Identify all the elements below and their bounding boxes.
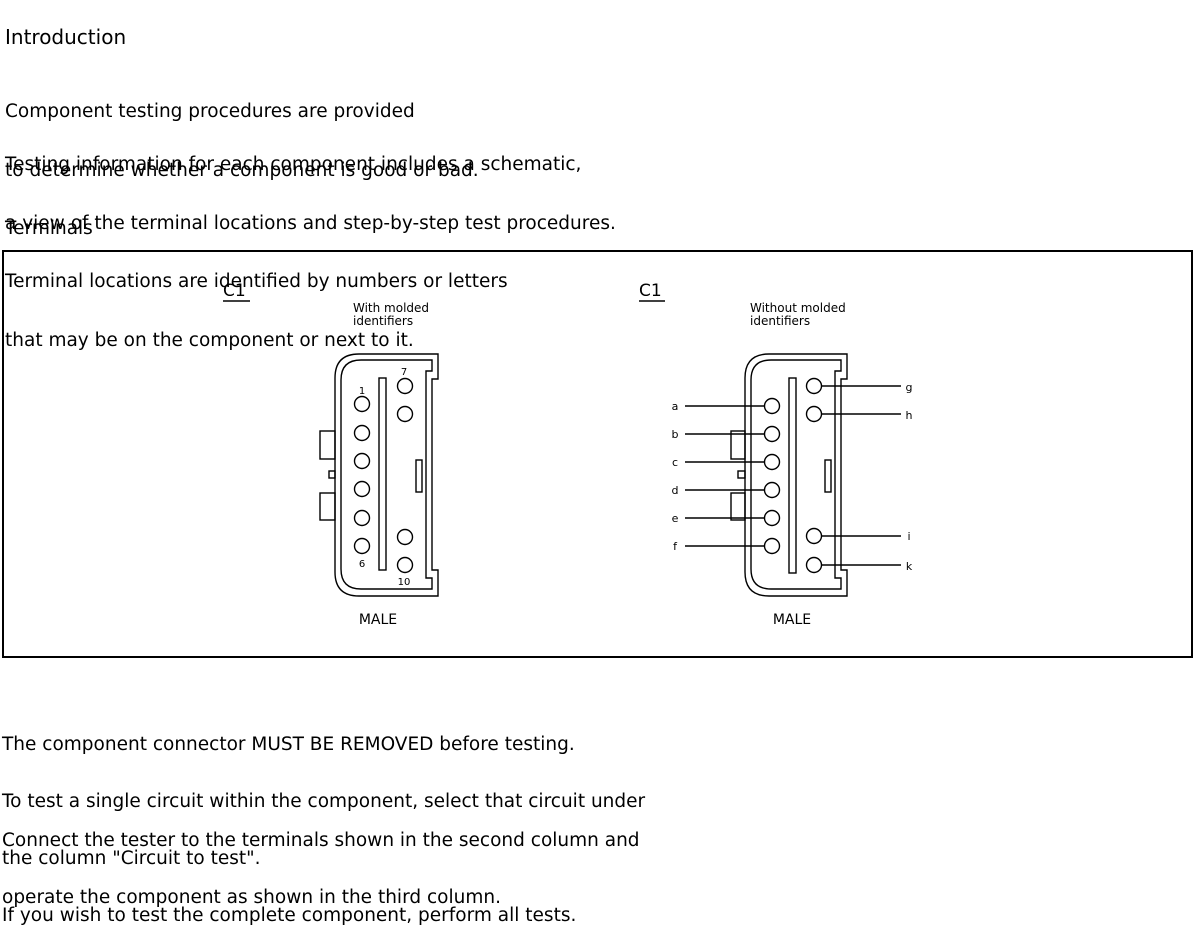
pin: [763, 509, 781, 527]
pin: [353, 480, 371, 498]
pin: [396, 556, 414, 574]
left-connector-center-bar: [378, 377, 387, 571]
pin-label-i: i: [907, 530, 910, 543]
pin: [805, 527, 823, 545]
pin: [763, 481, 781, 499]
pin: [353, 452, 371, 470]
left-connector-id: C1: [223, 281, 246, 301]
pin-label-k: k: [906, 560, 913, 573]
pin-label-f: f: [673, 540, 678, 553]
intro-line: to determine whether a component is good…: [5, 159, 479, 181]
intro-heading: Introduction: [5, 25, 127, 49]
pin-label-d: d: [672, 484, 679, 497]
left-connector-right-latch: [415, 459, 423, 493]
pin: [805, 405, 823, 423]
right-connector-outer-housing: [744, 353, 848, 597]
pin: [396, 528, 414, 546]
pin-label-a: a: [672, 400, 679, 413]
intro-paragraph-2: Testing information for each component i…: [5, 119, 616, 372]
left-connector-pins: [353, 377, 414, 574]
intro-line: Terminal locations are identified by num…: [5, 271, 508, 292]
right-connector-right-latch: [824, 459, 832, 493]
terminal-diagram: C1 With molded identifiers: [223, 281, 913, 628]
right-connector-tab-upper: [730, 430, 746, 460]
intro-line: a view of the terminal locations and ste…: [5, 212, 616, 234]
right-connector-inner-housing: [750, 359, 842, 590]
pin: [763, 537, 781, 555]
right-connector-pins: [763, 377, 823, 574]
instruction-line: operate the component as shown in the th…: [2, 887, 501, 908]
pin: [353, 509, 371, 527]
left-connector-inner-housing: [340, 359, 433, 590]
pin-label-g: g: [906, 381, 913, 394]
pin: [763, 453, 781, 471]
pin: [353, 537, 371, 555]
left-connector: C1 With molded identifiers: [223, 281, 439, 628]
left-connector-tab-lower: [319, 492, 336, 521]
right-connector-leader-lines: [685, 385, 901, 566]
right-connector-tab-mid: [737, 470, 746, 479]
left-caption-line-1: With molded: [353, 301, 429, 315]
left-connector-tab-mid: [328, 470, 336, 479]
instruction-line: the column "Circuit to test".: [2, 848, 261, 869]
intro-paragraph-1: Component testing procedures are provide…: [5, 66, 479, 202]
pin-label-e: e: [672, 512, 679, 525]
instruction-line: Connect the tester to the terminals show…: [2, 830, 640, 851]
right-connector-gender: MALE: [773, 612, 811, 628]
intro-line: Testing information for each component i…: [5, 154, 582, 175]
right-connector: C1 Without molded identifiers: [639, 281, 913, 628]
instructions-paragraph-2: Connect the tester to the terminals show…: [2, 795, 640, 928]
terminals-heading: Terminals: [5, 218, 93, 239]
pin: [763, 425, 781, 443]
right-connector-id: C1: [639, 281, 662, 301]
left-caption-line-2: identifiers: [353, 314, 413, 328]
pin: [763, 397, 781, 415]
right-connector-tab-lower: [730, 492, 746, 521]
pin: [353, 424, 371, 442]
terminal-diagram-frame: C1 With molded identifiers: [2, 250, 1193, 658]
pin-label-c: c: [672, 456, 678, 469]
pin-number-bottom-right: 10: [398, 577, 411, 588]
right-connector-center-bar: [788, 377, 797, 574]
instruction-line: The component connector MUST BE REMOVED …: [2, 734, 575, 755]
intro-line: Component testing procedures are provide…: [5, 101, 415, 122]
pin-label-h: h: [906, 409, 913, 422]
left-connector-outer-housing: [334, 353, 439, 597]
pin: [396, 377, 414, 395]
left-connector-gender: MALE: [359, 612, 397, 628]
instruction-line: To test a single circuit within the comp…: [2, 791, 646, 812]
instructions-paragraph-1: The component connector MUST BE REMOVED …: [2, 699, 645, 946]
pin-label-b: b: [672, 428, 679, 441]
pin: [396, 405, 414, 423]
pin: [805, 556, 823, 574]
pin-number-bottom-left: 6: [359, 559, 365, 570]
pin: [353, 395, 371, 413]
intro-line: that may be on the component or next to …: [5, 329, 414, 351]
left-connector-tab-upper: [319, 430, 336, 460]
pin-number-top-left: 1: [359, 386, 365, 397]
pin-number-top-right: 7: [401, 367, 407, 378]
right-caption-line-2: identifiers: [750, 314, 810, 328]
instruction-line: If you wish to test the complete compone…: [2, 905, 577, 926]
right-caption-line-1: Without molded: [750, 301, 846, 315]
pin: [805, 377, 823, 395]
